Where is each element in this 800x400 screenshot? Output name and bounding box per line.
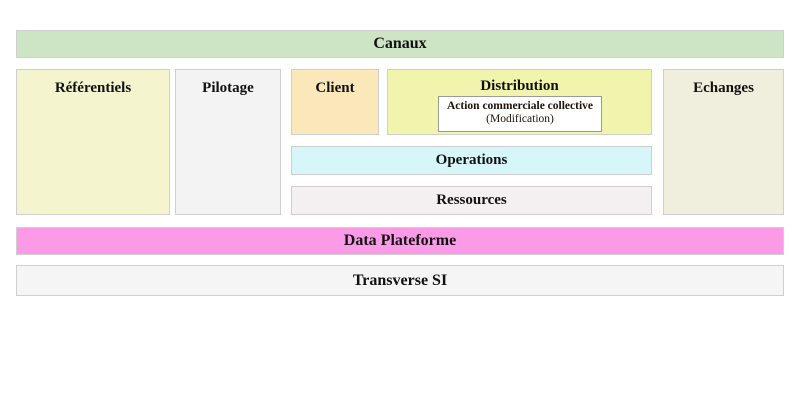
layer-distribution: Distribution Action commerciale collecti…: [387, 69, 652, 135]
layer-distribution-label: Distribution: [480, 78, 559, 94]
action-commerciale-collective-title: Action commerciale collective: [446, 100, 594, 112]
layer-canaux: Canaux: [16, 30, 784, 58]
layer-pilotage: Pilotage: [175, 69, 281, 215]
layer-echanges-label: Echanges: [693, 80, 754, 96]
layer-transverse-si: Transverse SI: [16, 265, 784, 296]
layer-canaux-label: Canaux: [373, 35, 427, 53]
layer-ressources: Ressources: [291, 186, 652, 215]
layer-operations: Operations: [291, 146, 652, 175]
layer-data-plateforme-label: Data Plateforme: [343, 232, 457, 250]
layer-transverse-si-label: Transverse SI: [352, 271, 448, 289]
layer-echanges: Echanges: [663, 69, 784, 215]
layer-referentiels: Référentiels: [16, 69, 170, 215]
layer-ressources-label: Ressources: [436, 192, 507, 209]
layer-referentiels-label: Référentiels: [54, 80, 132, 96]
layer-pilotage-label: Pilotage: [202, 80, 254, 96]
layer-operations-label: Operations: [435, 152, 508, 169]
action-commerciale-collective-subtitle: (Modification): [486, 113, 554, 126]
layer-client: Client: [291, 69, 379, 135]
layer-client-label: Client: [315, 80, 355, 96]
layer-data-plateforme: Data Plateforme: [16, 227, 784, 255]
action-commerciale-collective-card[interactable]: Action commerciale collective (Modificat…: [438, 96, 602, 133]
